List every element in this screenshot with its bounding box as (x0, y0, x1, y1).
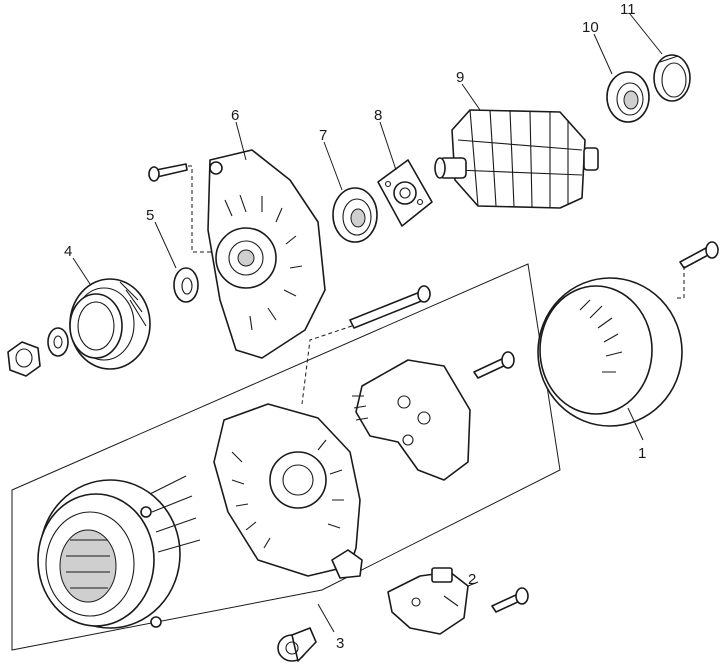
part-4-pulley (69, 278, 151, 370)
callout-7: 7 (319, 127, 327, 144)
callout-3: 3 (336, 635, 344, 652)
callout-1: 1 (638, 445, 646, 462)
part-6-front-housing (207, 149, 326, 359)
callout-11: 11 (620, 1, 636, 18)
part-10-bearing (606, 71, 650, 123)
rectifier-assembly (352, 359, 471, 481)
callout-5: 5 (146, 207, 154, 224)
callout-4: 4 (64, 243, 72, 260)
part-5-spacer (173, 267, 199, 303)
rear-cover-bolt (676, 241, 719, 299)
callout-10: 10 (582, 19, 599, 36)
part-8-plate (377, 159, 433, 227)
subassembly-outline (11, 263, 561, 651)
callout-6: 6 (231, 107, 239, 124)
rectifier-bolt (473, 351, 515, 379)
callout-9: 9 (456, 69, 464, 86)
part-7-bearing (332, 187, 378, 243)
front-bolt (148, 163, 212, 253)
part-2-brush-holder (387, 567, 469, 635)
rear-housing (213, 403, 363, 579)
leader-lines (72, 13, 663, 633)
bush (277, 627, 317, 662)
callout-labels: 1 2 3 4 5 6 7 8 9 10 11 (64, 1, 646, 652)
callout-2: 2 (468, 571, 476, 588)
stator-assembly (37, 475, 201, 629)
part-11-snap-ring (653, 54, 691, 102)
part-9-rotor (434, 109, 599, 209)
through-bolt (301, 285, 431, 405)
part-1-rear-cover (537, 277, 683, 427)
callout-8: 8 (374, 107, 382, 124)
nut-and-washer (7, 327, 69, 377)
brush-holder-bolt (491, 587, 529, 613)
